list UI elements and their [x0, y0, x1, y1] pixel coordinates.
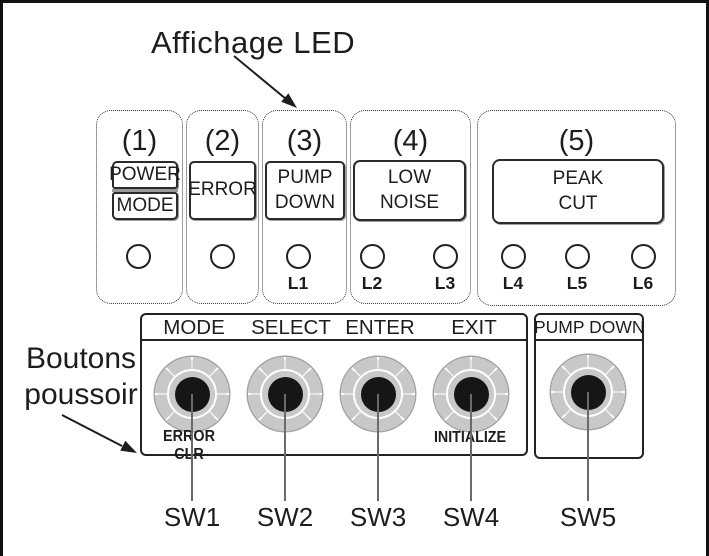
sw4-pointer-line [470, 394, 472, 501]
header-enter: ENTER [345, 316, 415, 339]
initialize-label: INITIALIZE [428, 429, 513, 447]
mode-label: MODE [116, 194, 174, 216]
low-noise-line2: NOISE [379, 191, 440, 213]
pump-panel-header-line [536, 339, 642, 341]
peak-cut-line2: CUT [558, 192, 598, 214]
error-label: ERROR [188, 179, 257, 201]
led-circle-l3 [432, 243, 458, 269]
sw3-pointer-line [377, 394, 379, 501]
led-label-l5: L5 [566, 273, 588, 293]
buttons-title-line1: Boutons [25, 342, 137, 375]
led-group-4-number: (4) [392, 125, 429, 157]
led-circle-l5 [564, 243, 590, 269]
sw3-label: SW3 [349, 502, 407, 532]
led-label-l4: L4 [502, 273, 524, 293]
led-arrow-icon [233, 55, 297, 108]
low-noise-label-box: LOW NOISE [353, 160, 466, 221]
buttons-arrow-icon [61, 414, 137, 453]
power-label: POWER [109, 163, 181, 185]
error-clr-label: ERROR CLR [162, 428, 216, 463]
led-section-title: Affichage LED [151, 25, 356, 60]
frame-left-border [0, 0, 3, 556]
error-label-box: ERROR [188, 161, 257, 220]
led-circle-error [209, 243, 235, 269]
peak-cut-line1: PEAK [552, 168, 604, 190]
header-exit: EXIT [451, 316, 497, 339]
pump-label-line1: PUMP [277, 167, 333, 189]
power-label-box: POWER [109, 161, 181, 189]
peak-cut-label-box: PEAK CUT [492, 159, 664, 224]
led-circle-l1 [285, 243, 311, 269]
led-group-3-number: (3) [286, 125, 323, 157]
header-pump-down: PUMP DOWN [534, 317, 645, 337]
low-noise-line1: LOW [387, 167, 432, 189]
led-group-2-number: (2) [204, 125, 241, 157]
led-label-l1: L1 [287, 273, 309, 293]
led-label-l2: L2 [361, 273, 383, 293]
led-label-l6: L6 [632, 273, 654, 293]
sw2-label: SW2 [256, 502, 314, 532]
frame-top-border [0, 0, 709, 3]
led-group-5-number: (5) [558, 125, 595, 157]
sw5-pointer-line [587, 392, 589, 501]
led-label-l3: L3 [434, 273, 456, 293]
led-circle-l6 [630, 243, 656, 269]
buttons-title-line2: poussoir [24, 378, 138, 411]
main-panel-header-line [142, 339, 526, 341]
frame-right-border [706, 0, 709, 556]
power-mode-box: POWER MODE [109, 161, 181, 220]
sw4-label: SW4 [442, 502, 500, 532]
sw5-label: SW5 [559, 502, 617, 532]
sw2-pointer-line [284, 394, 286, 501]
pump-label-line2: DOWN [274, 191, 336, 213]
sw1-pointer-line [191, 394, 193, 501]
led-circle-l4 [500, 243, 526, 269]
led-circle-power-mode [125, 243, 151, 269]
knob-sw1-mode-button[interactable] [155, 357, 229, 431]
buttons-section-title: Boutons poussoir [8, 341, 154, 413]
power-mode-divider [112, 189, 178, 192]
header-mode: MODE [163, 316, 225, 339]
mode-label-box: MODE [112, 192, 178, 220]
sw1-label: SW1 [163, 502, 221, 532]
led-group-1-number: (1) [121, 125, 158, 157]
pump-down-label-box: PUMP DOWN [265, 161, 345, 220]
led-circle-l2 [359, 243, 385, 269]
header-select: SELECT [251, 316, 331, 339]
